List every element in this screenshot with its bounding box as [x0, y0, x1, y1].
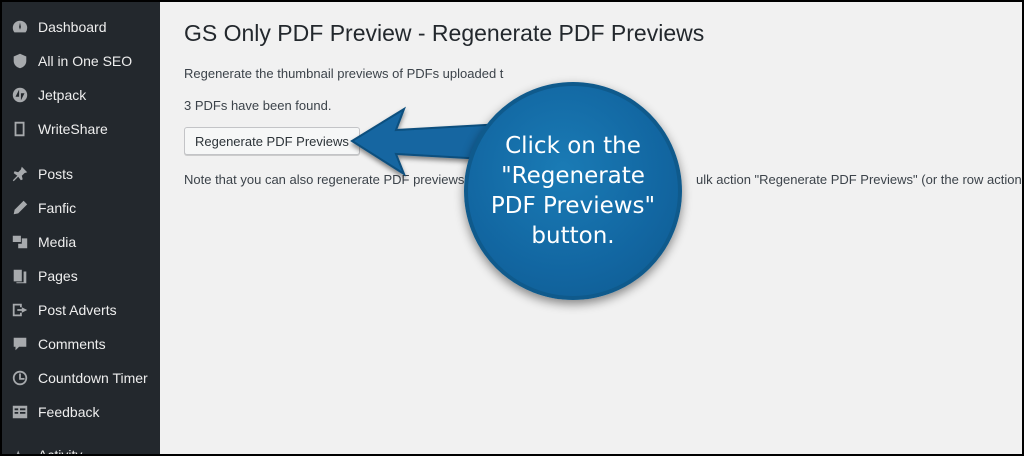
sidebar-item-all-in-one-seo[interactable]: All in One SEO [2, 44, 160, 78]
sidebar-item-writeshare[interactable]: WriteShare [2, 112, 160, 146]
sidebar-item-post-adverts[interactable]: Post Adverts [2, 293, 160, 327]
shield-icon [10, 51, 30, 71]
feedback-icon [10, 402, 30, 422]
sidebar-item-dashboard[interactable]: Dashboard [2, 10, 160, 44]
sidebar-item-label: WriteShare [38, 121, 108, 137]
sidebar-item-pages[interactable]: Pages [2, 259, 160, 293]
sidebar-item-label: Post Adverts [38, 302, 117, 318]
note-text: Note that you can also regenerate PDF pr… [184, 172, 1022, 187]
pages-icon [10, 266, 30, 286]
sidebar-item-label: Jetpack [38, 87, 87, 103]
pdf-count-text: 3 PDFs have been found. [184, 98, 332, 113]
note-text-right: ulk action "Regenerate PDF Previews" (or… [696, 172, 1024, 187]
sidebar-item-label: Feedback [38, 404, 100, 420]
sidebar-item-label: Pages [38, 268, 78, 284]
dashboard-icon [10, 17, 30, 37]
sidebar-item-label: Countdown Timer [38, 370, 148, 386]
sidebar-item-fanfic[interactable]: Fanfic [2, 191, 160, 225]
pin-icon [10, 164, 30, 184]
callout-text: Click on the "Regenerate PDF Previews" b… [490, 133, 656, 249]
sidebar-item-label: Posts [38, 166, 74, 182]
admin-sidebar: Dashboard All in One SEO Jetpack WriteSh… [2, 2, 160, 456]
comment-icon [10, 334, 30, 354]
note-text-left: Note that you can also regenerate PDF pr… [184, 172, 471, 187]
activity-icon [10, 445, 30, 454]
sidebar-item-posts[interactable]: Posts [2, 157, 160, 191]
sidebar-item-label: Comments [38, 336, 106, 352]
sidebar-item-countdown-timer[interactable]: Countdown Timer [2, 361, 160, 395]
callout-bubble: Click on the "Regenerate PDF Previews" b… [464, 82, 682, 300]
sidebar-item-label: Dashboard [38, 19, 107, 35]
media-icon [10, 232, 30, 252]
sidebar-item-jetpack[interactable]: Jetpack [2, 78, 160, 112]
sidebar-item-label: Fanfic [38, 200, 77, 216]
page-title: GS Only PDF Preview - Regenerate PDF Pre… [184, 20, 705, 46]
sidebar-item-media[interactable]: Media [2, 225, 160, 259]
sidebar-item-label: Media [38, 234, 77, 250]
sidebar-item-feedback[interactable]: Feedback [2, 395, 160, 429]
redirect-icon [10, 300, 30, 320]
jetpack-icon [10, 85, 30, 105]
sidebar-item-comments[interactable]: Comments [2, 327, 160, 361]
sidebar-item-activity[interactable]: Activity [2, 438, 160, 456]
sidebar-item-label: All in One SEO [38, 53, 133, 69]
clock-icon [10, 368, 30, 388]
regenerate-pdf-previews-button[interactable]: Regenerate PDF Previews [184, 127, 360, 155]
sidebar-item-label: Activity [38, 447, 83, 456]
page-description: Regenerate the thumbnail previews of PDF… [184, 66, 504, 81]
pencil-icon [10, 198, 30, 218]
book-icon [10, 119, 30, 139]
